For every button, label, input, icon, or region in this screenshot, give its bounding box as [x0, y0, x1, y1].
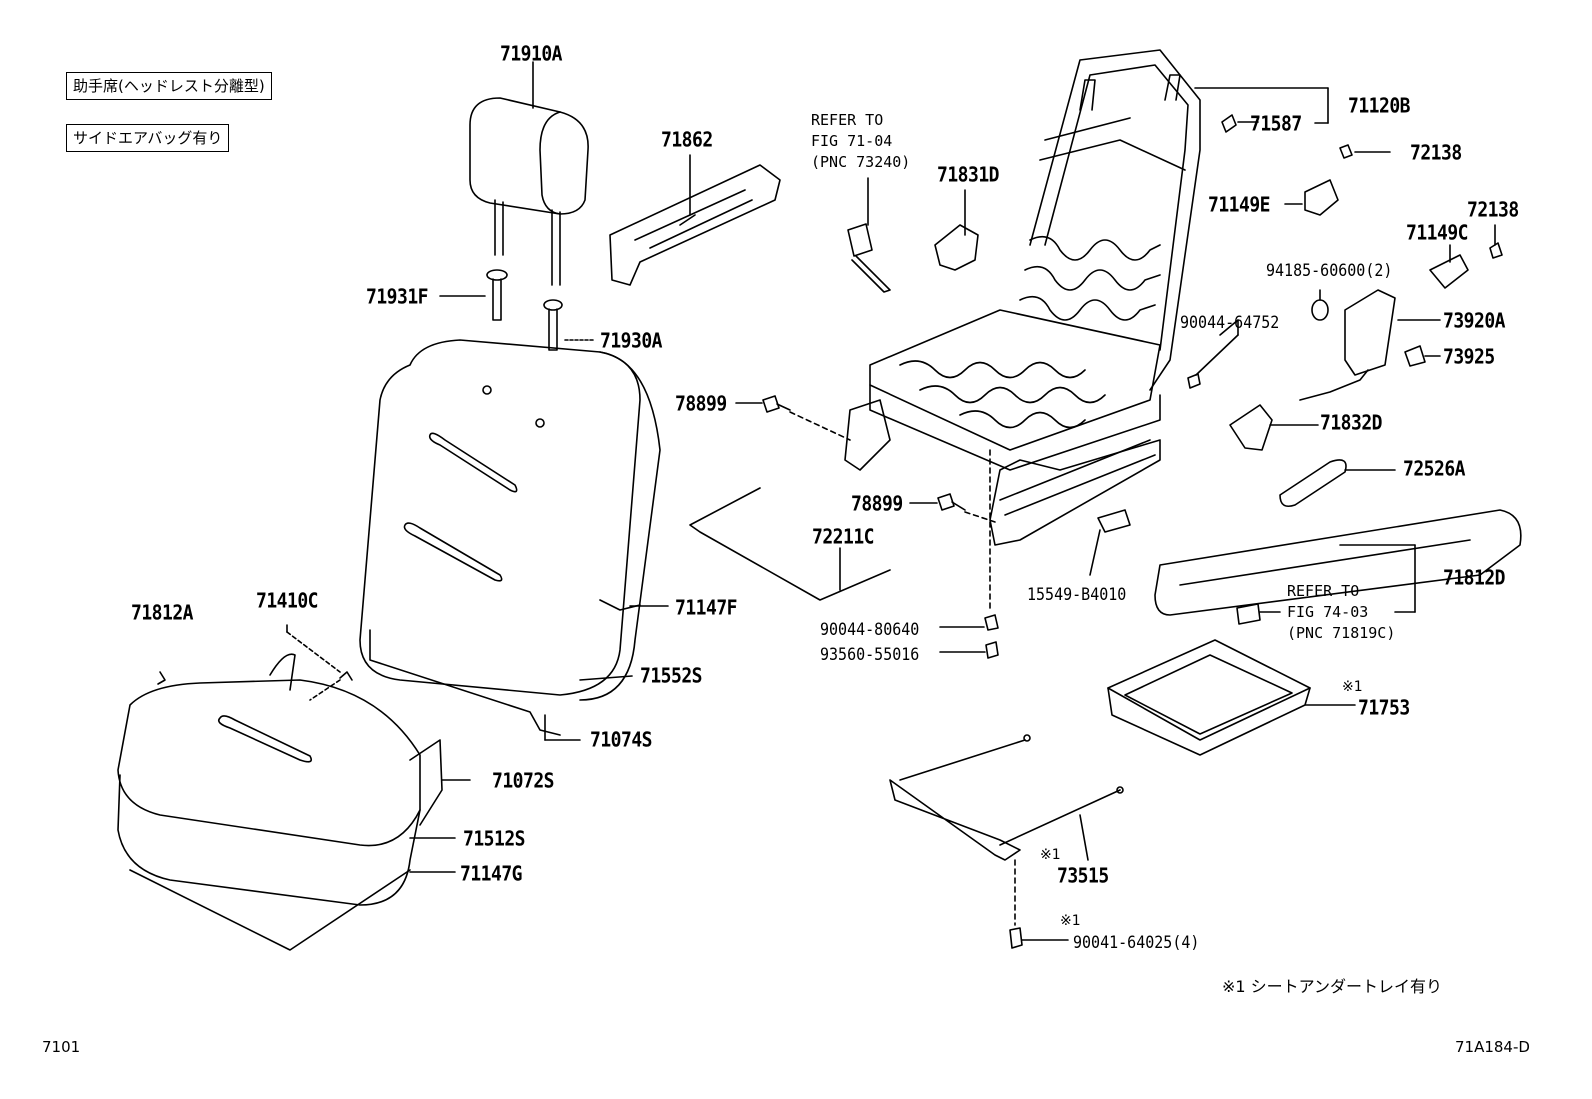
cable-73515-drawing [889, 734, 1124, 949]
refer-line-3: (PNC 71819C) [1287, 624, 1396, 642]
part-label-73515[interactable]: 73515 [1057, 864, 1109, 889]
note-mark-71753: ※1 [1342, 679, 1363, 695]
part-label-71072s[interactable]: 71072S [492, 769, 555, 794]
part-label-15549-b4010[interactable]: 15549-B4010 [1027, 584, 1127, 605]
part-label-71552s[interactable]: 71552S [640, 664, 703, 689]
part-label-71512s[interactable]: 71512S [463, 827, 526, 852]
side-airbag-drawing [1187, 289, 1441, 401]
part-label-72526a[interactable]: 72526A [1403, 457, 1466, 482]
part-label-94185-60600[interactable]: 94185-60600(2) [1266, 260, 1393, 281]
part-label-71812a[interactable]: 71812A [131, 601, 194, 626]
part-label-71831d[interactable]: 71831D [937, 163, 1000, 188]
figure-id: 71A184-D [1455, 1038, 1530, 1056]
bracket-71831d-drawing [934, 189, 979, 271]
part-label-78899-b[interactable]: 78899 [851, 492, 903, 517]
part-label-90044-64752[interactable]: 90044-64752 [1180, 312, 1280, 333]
part-label-71930a[interactable]: 71930A [600, 329, 663, 354]
refer-fig-71-04[interactable]: REFER TO FIG 71-04 (PNC 73240) [811, 110, 910, 173]
part-label-71149e[interactable]: 71149E [1208, 193, 1271, 218]
small-parts-right-drawing [1221, 114, 1503, 289]
seat-frame-drawing [844, 49, 1329, 546]
part-label-71074s[interactable]: 71074S [590, 728, 653, 753]
wire-72211c-drawing [689, 487, 891, 601]
part-label-73920a[interactable]: 73920A [1443, 309, 1506, 334]
slide-cover-drawing [609, 154, 781, 286]
under-tray-drawing [1107, 639, 1356, 756]
part-label-71147f[interactable]: 71147F [675, 596, 738, 621]
part-label-72211c[interactable]: 72211C [812, 525, 875, 550]
side-shield-drawing [1154, 509, 1522, 625]
part-label-90041-64025[interactable]: 90041-64025(4) [1073, 932, 1200, 953]
part-label-72138-b[interactable]: 72138 [1467, 198, 1519, 223]
part-label-71149c[interactable]: 71149C [1406, 221, 1469, 246]
part-label-78899-a[interactable]: 78899 [675, 392, 727, 417]
seatback-drawing [359, 339, 669, 741]
passenger-seat-note: 助手席(ヘッドレスト分離型) [66, 72, 272, 100]
refer-line-3: (PNC 73240) [811, 153, 911, 171]
bolts-drawing [735, 395, 1131, 659]
part-label-90044-80640[interactable]: 90044-80640 [820, 619, 920, 640]
seat-cushion-drawing [117, 624, 471, 951]
part-label-71862[interactable]: 71862 [661, 128, 713, 153]
headrest-guides-drawing [439, 269, 596, 351]
page-code: 7101 [42, 1038, 81, 1056]
seatbelt-buckle-drawing [847, 177, 891, 293]
part-label-71587[interactable]: 71587 [1250, 112, 1302, 137]
refer-line-2: FIG 74-03 [1287, 603, 1369, 621]
part-label-71753[interactable]: 71753 [1358, 696, 1410, 721]
part-label-71120b[interactable]: 71120B [1348, 94, 1411, 119]
refer-fig-74-03[interactable]: REFER TO FIG 74-03 (PNC 71819C) [1287, 581, 1395, 644]
leader-lines [679, 214, 1239, 336]
refer-line-2: FIG 71-04 [811, 132, 893, 150]
part-label-71147g[interactable]: 71147G [460, 862, 523, 887]
part-label-71832d[interactable]: 71832D [1320, 411, 1383, 436]
part-label-71812d[interactable]: 71812D [1443, 566, 1506, 591]
headrest-drawing [469, 61, 589, 286]
side-airbag-note: サイドエアバッグ有り [66, 124, 230, 152]
footnote-under-tray: ※1 シートアンダートレイ有り [1222, 977, 1443, 996]
part-label-71931f[interactable]: 71931F [366, 285, 429, 310]
bracket-71832d-drawing [1229, 404, 1319, 451]
refer-line-1: REFER TO [1287, 582, 1360, 600]
note-mark-90041: ※1 [1060, 913, 1081, 929]
refer-line-1: REFER TO [811, 111, 884, 129]
part-label-93560-55016[interactable]: 93560-55016 [820, 644, 920, 665]
note-mark-73515: ※1 [1040, 847, 1061, 863]
part-label-73925[interactable]: 73925 [1443, 345, 1495, 370]
lever-drawing [1279, 459, 1396, 508]
part-label-71910a[interactable]: 71910A [500, 42, 563, 67]
part-label-72138-a[interactable]: 72138 [1410, 141, 1462, 166]
part-label-71410c[interactable]: 71410C [256, 589, 319, 614]
